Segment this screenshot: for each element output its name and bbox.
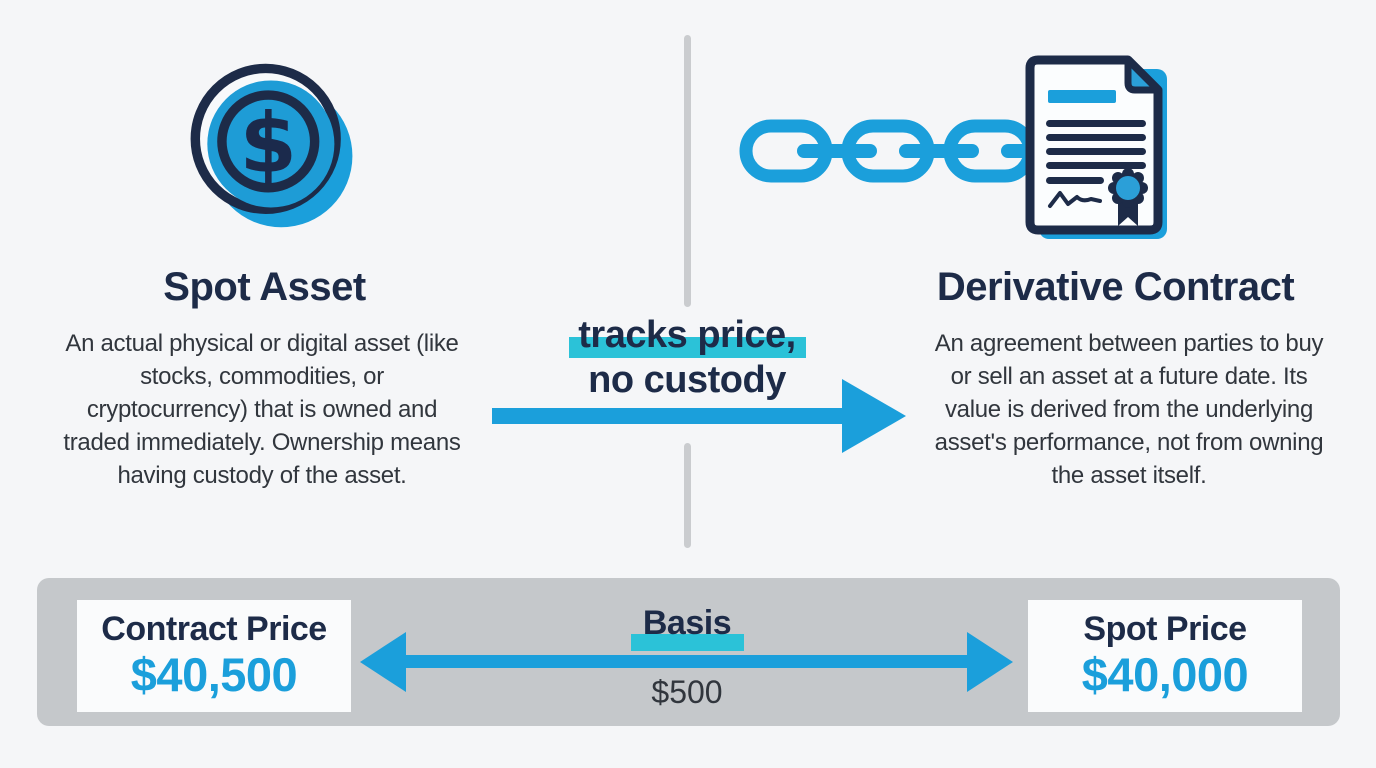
spot-price-value: $40,000	[1081, 648, 1249, 701]
spot-asset-title: Spot Asset	[163, 265, 366, 309]
dollar-coin-icon: $	[190, 63, 353, 228]
spot-price-box: Spot Price $40,000	[1028, 600, 1302, 712]
derivative-contract-description: An agreement between parties to buy or s…	[934, 330, 1324, 489]
basis-double-arrow-icon	[360, 632, 1013, 692]
derivative-contract-title: Derivative Contract	[936, 265, 1295, 309]
spot-asset-description: An actual physical or digital asset (lik…	[63, 330, 461, 489]
contract-price-label: Contract Price	[101, 610, 327, 648]
spot-price-label: Spot Price	[1083, 610, 1247, 648]
basis-value: $500	[651, 674, 723, 710]
basis-label: Basis	[642, 604, 732, 642]
tracks-price-arrow-icon	[492, 379, 906, 453]
chain-contract-icon	[739, 55, 1167, 239]
tracks-price-highlight	[569, 337, 806, 358]
vertical-divider-top	[684, 35, 691, 307]
relationship-label-line2: no custody	[588, 359, 786, 401]
vertical-divider-bottom	[684, 443, 691, 548]
contract-price-value: $40,500	[130, 648, 298, 701]
svg-text:$: $	[240, 96, 297, 191]
relationship-label-line1: tracks price,	[578, 314, 796, 356]
contract-price-box: Contract Price $40,500	[77, 600, 351, 712]
basis-highlight	[631, 634, 744, 651]
